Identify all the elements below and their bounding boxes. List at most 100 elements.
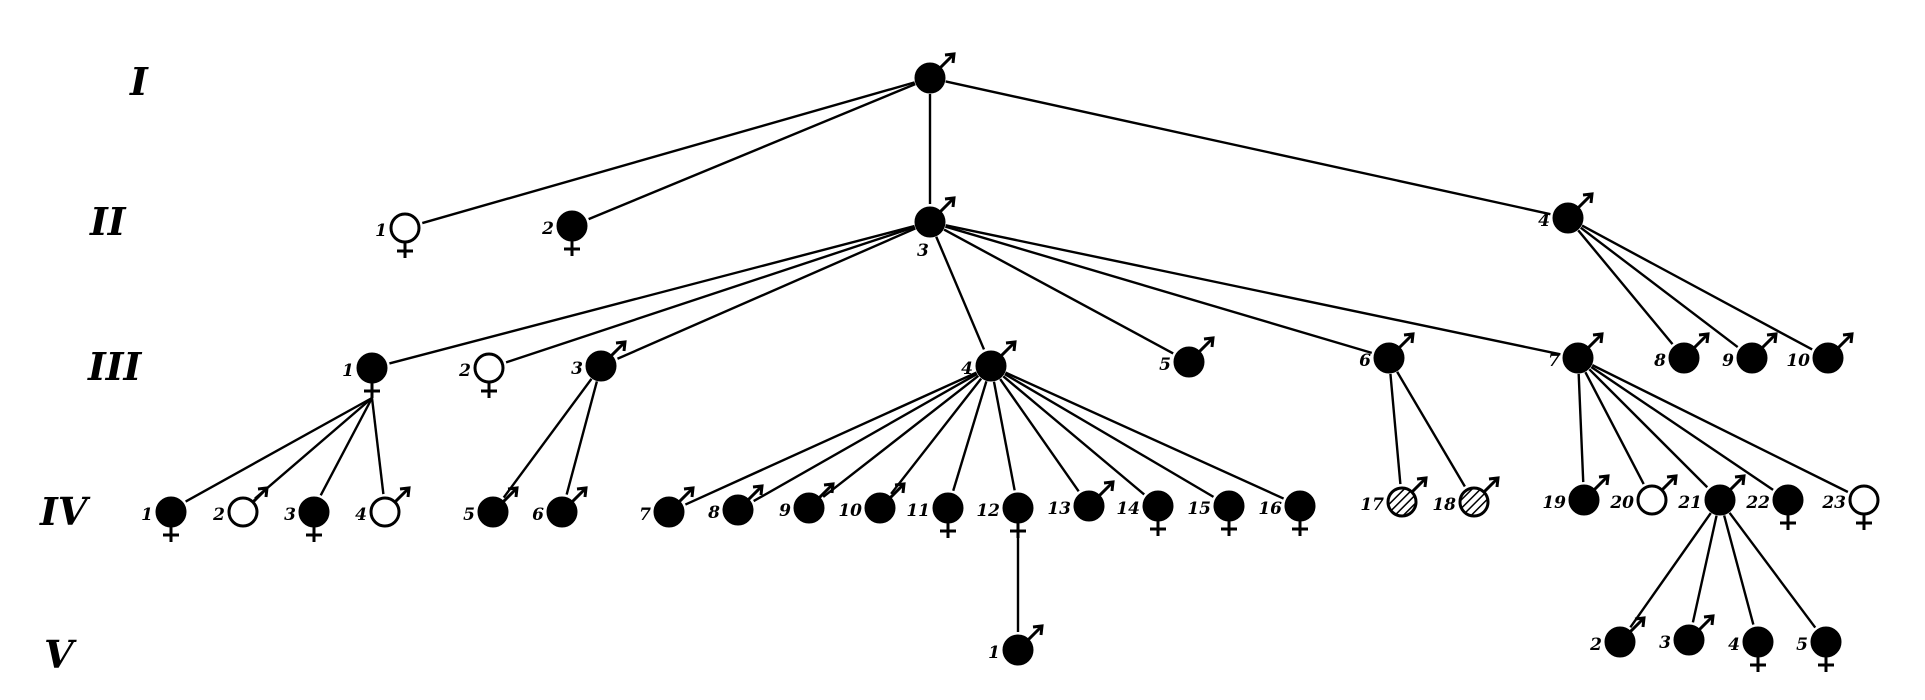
- individual-III-6: 6: [1359, 332, 1415, 374]
- female-symbol: [556, 210, 588, 242]
- male-arrow: [1660, 474, 1678, 492]
- link-III-1-IV-2: [254, 397, 373, 500]
- male-symbol: [722, 494, 754, 526]
- female-symbol: [298, 496, 330, 528]
- male-arrow: [393, 486, 411, 504]
- individual-number: 18: [1432, 495, 1456, 515]
- individual-number: 8: [707, 503, 720, 523]
- individual-III-5: 5: [1159, 336, 1215, 378]
- individual-V-2: 2: [1589, 616, 1646, 658]
- link-III-4-IV-14: [1002, 375, 1145, 496]
- individual-number: 2: [458, 361, 471, 381]
- link-IV-21-V-2: [1629, 512, 1712, 628]
- individual-number: 3: [1659, 633, 1671, 653]
- link-IV-21-V-3: [1691, 515, 1718, 623]
- individual-IV-21: 21: [1677, 474, 1746, 516]
- male-symbol: [227, 496, 259, 528]
- male-arrow: [1410, 476, 1428, 494]
- link-III-4-IV-15: [1004, 373, 1215, 498]
- male-arrow: [1728, 474, 1746, 492]
- female-symbol: [1772, 484, 1804, 516]
- individual-number: 6: [1359, 351, 1371, 371]
- individual-number: 10: [1786, 351, 1810, 371]
- female-symbol: [932, 492, 964, 524]
- individual-IV-3: 3: [284, 496, 330, 542]
- male-arrowhead: [1203, 336, 1215, 348]
- individual-number: 23: [1821, 493, 1846, 513]
- individual-number: 15: [1187, 499, 1211, 519]
- individual-number: 7: [1548, 351, 1560, 371]
- individual-number: 4: [1728, 635, 1740, 655]
- male-arrow: [1592, 474, 1610, 492]
- female-symbol: [1848, 484, 1880, 516]
- female-symbol: [1002, 492, 1034, 524]
- male-symbol: [1386, 486, 1418, 518]
- male-arrow: [1482, 476, 1500, 494]
- link-III-4-IV-11: [952, 380, 988, 492]
- individual-III-4: 4: [961, 340, 1017, 382]
- individual-number: 2: [212, 505, 225, 525]
- male-arrowhead: [1734, 474, 1746, 486]
- male-arrowhead: [944, 196, 956, 208]
- individual-II-3: 3: [914, 196, 956, 261]
- link-III-1-IV-1: [185, 396, 373, 503]
- individual-IV-19: 19: [1542, 474, 1610, 516]
- individual-number: 3: [917, 241, 929, 261]
- individual-I-1: [914, 52, 956, 94]
- individual-V-4: 4: [1728, 626, 1774, 672]
- male-arrow: [609, 340, 627, 358]
- individual-III-3: 3: [571, 340, 627, 382]
- female-symbol: [356, 352, 388, 384]
- link-II-4-III-9: [1580, 226, 1739, 349]
- individual-IV-7: 7: [639, 486, 695, 528]
- female-symbol: [389, 212, 421, 244]
- individual-number: 21: [1677, 493, 1702, 513]
- individual-number: 2: [1589, 635, 1602, 655]
- male-arrow: [999, 340, 1017, 358]
- individual-III-10: 10: [1786, 332, 1854, 374]
- individual-number: 3: [571, 359, 583, 379]
- link-III-7-IV-19: [1577, 373, 1585, 483]
- individual-IV-8: 8: [707, 484, 764, 526]
- individual-IV-23: 23: [1821, 484, 1880, 530]
- individual-number: 9: [1722, 351, 1734, 371]
- individual-IV-6: 6: [532, 486, 588, 528]
- individual-IV-18: 18: [1432, 476, 1500, 518]
- link-IV-21-V-5: [1728, 512, 1817, 629]
- male-arrowhead: [1582, 192, 1594, 204]
- individual-IV-5: 5: [463, 486, 519, 528]
- link-II-3-III-6: [944, 225, 1373, 355]
- individual-IV-4: 4: [355, 486, 411, 528]
- male-symbol: [1568, 484, 1600, 516]
- male-symbol: [1736, 342, 1768, 374]
- individual-number: 10: [838, 501, 862, 521]
- male-symbol: [653, 496, 685, 528]
- male-arrowhead: [1103, 480, 1115, 492]
- link-III-1-IV-4: [370, 397, 385, 495]
- individual-number: 20: [1609, 493, 1634, 513]
- link-III-4-IV-16: [1005, 371, 1285, 500]
- male-arrowhead: [507, 486, 519, 498]
- individual-number: 12: [976, 501, 1000, 521]
- male-arrow: [1628, 616, 1646, 634]
- link-II-4-III-8: [1577, 229, 1674, 345]
- individual-IV-9: 9: [779, 482, 835, 524]
- male-arrowhead: [399, 486, 411, 498]
- male-arrow: [570, 486, 588, 504]
- male-arrow: [1197, 336, 1215, 354]
- individual-number: 3: [284, 505, 296, 525]
- individual-IV-16: 16: [1258, 490, 1316, 536]
- male-arrowhead: [1032, 624, 1044, 636]
- male-symbol: [369, 496, 401, 528]
- individual-II-2: 2: [541, 210, 588, 256]
- individual-number: 2: [541, 219, 554, 239]
- male-arrowhead: [615, 340, 627, 352]
- individual-number: 1: [988, 643, 1000, 663]
- male-arrow: [501, 486, 519, 504]
- individual-number: 1: [375, 221, 387, 241]
- male-arrow: [938, 196, 956, 214]
- male-symbol: [1562, 342, 1594, 374]
- link-III-4-IV-9: [822, 374, 980, 498]
- male-arrowhead: [1488, 476, 1500, 488]
